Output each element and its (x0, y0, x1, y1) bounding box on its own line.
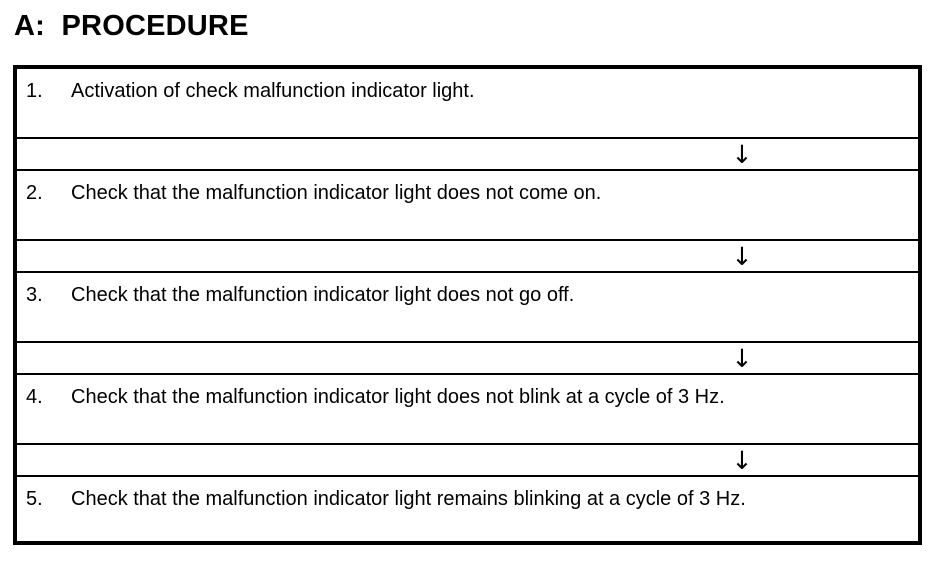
step-number: 2. (26, 182, 43, 204)
procedure-step-row: 2. Check that the malfunction indicator … (17, 171, 918, 239)
step-number: 1. (26, 80, 43, 102)
connector-row: ↓ (17, 239, 918, 273)
down-arrow-icon: ↓ (731, 140, 753, 169)
step-text: Check that the malfunction indicator lig… (71, 386, 725, 408)
procedure-step-row: 5. Check that the malfunction indicator … (17, 477, 918, 541)
connector-row: ↓ (17, 137, 918, 171)
step-text: Activation of check malfunction indicato… (71, 80, 475, 102)
step-content: 3. Check that the malfunction indicator … (17, 280, 918, 310)
step-text: Check that the malfunction indicator lig… (71, 284, 575, 306)
step-content: 5. Check that the malfunction indicator … (17, 484, 918, 514)
step-content: 2. Check that the malfunction indicator … (17, 178, 918, 208)
down-arrow-icon: ↓ (731, 446, 753, 475)
connector-row: ↓ (17, 443, 918, 477)
procedure-step-row: 4. Check that the malfunction indicator … (17, 375, 918, 443)
page-title: A: PROCEDURE (14, 10, 249, 42)
down-arrow-icon: ↓ (731, 344, 753, 373)
connector-row: ↓ (17, 341, 918, 375)
step-content: 1. Activation of check malfunction indic… (17, 76, 918, 106)
step-content: 4. Check that the malfunction indicator … (17, 382, 918, 412)
procedure-step-row: 1. Activation of check malfunction indic… (17, 69, 918, 137)
step-text: Check that the malfunction indicator lig… (71, 182, 602, 204)
procedure-step-row: 3. Check that the malfunction indicator … (17, 273, 918, 341)
down-arrow-icon: ↓ (731, 242, 753, 271)
step-number: 4. (26, 386, 43, 408)
procedure-flow-table: 1. Activation of check malfunction indic… (13, 65, 922, 545)
step-number: 5. (26, 488, 43, 510)
step-text: Check that the malfunction indicator lig… (71, 488, 746, 510)
step-number: 3. (26, 284, 43, 306)
